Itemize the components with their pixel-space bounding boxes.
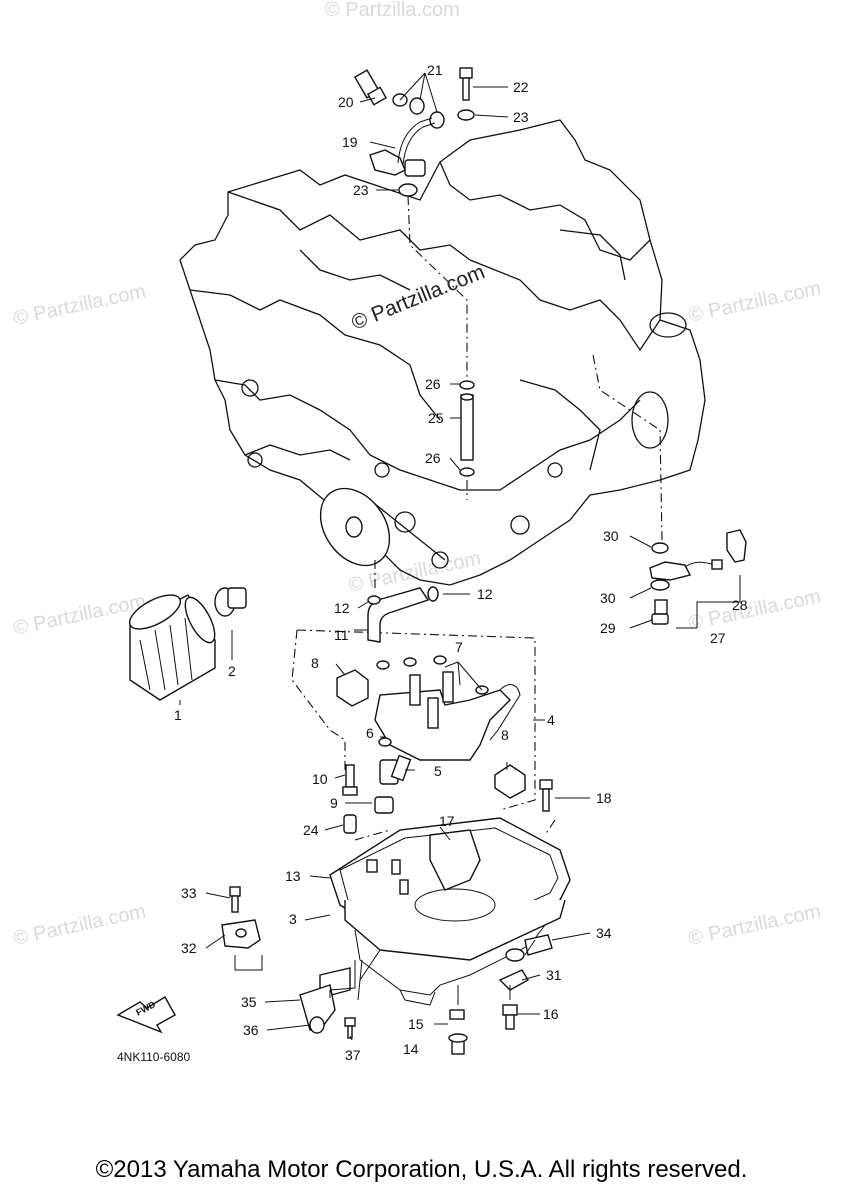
copyright-notice: ©2013 Yamaha Motor Corporation, U.S.A. A… (95, 1156, 748, 1183)
watermark-left-middle: © Partzilla.com (11, 590, 147, 640)
watermark-left-lower: © Partzilla.com (11, 900, 147, 950)
callout-20: 20 (338, 94, 354, 110)
callout-12-right: 12 (477, 586, 493, 602)
callout-9: 9 (330, 795, 338, 811)
oil-pan (329, 817, 571, 1006)
fwd-arrow-icon: FWD (116, 996, 176, 1034)
faint-watermarks: © Partzilla.com © Partzilla.com © Partzi… (11, 0, 822, 950)
watermark-right-lower: © Partzilla.com (686, 900, 822, 950)
watermark-right-upper: © Partzilla.com (686, 277, 822, 327)
callout-8-left: 8 (311, 655, 319, 671)
oil-delivery-pipe-assembly (353, 67, 475, 197)
callout-27: 27 (710, 630, 726, 646)
callout-1: 1 (174, 707, 182, 723)
callout-24: 24 (303, 822, 319, 838)
callout-30-bottom: 30 (600, 590, 616, 606)
right-sensor-parts (649, 529, 747, 625)
callout-31: 31 (546, 967, 562, 983)
callout-18: 18 (596, 790, 612, 806)
callout-34: 34 (596, 925, 612, 941)
leader-lines (179, 72, 741, 1041)
watermark-left-upper: © Partzilla.com (11, 280, 147, 330)
callout-10: 10 (312, 771, 328, 787)
bottom-small-parts (221, 779, 553, 1055)
strainer-assembly (336, 655, 526, 814)
callout-12-left: 12 (334, 600, 350, 616)
callout-26-top: 26 (425, 376, 441, 392)
callout-8-right: 8 (501, 727, 509, 743)
callout-6: 6 (366, 725, 374, 741)
callout-37: 37 (345, 1047, 361, 1063)
callout-36: 36 (243, 1022, 259, 1038)
callout-14: 14 (403, 1041, 419, 1057)
callout-35: 35 (241, 994, 257, 1010)
callout-26-bottom: 26 (425, 450, 441, 466)
watermark-top: © Partzilla.com (325, 0, 460, 21)
callout-labels: 1 2 3 4 5 6 7 8 8 9 10 11 12 12 13 14 15… (174, 62, 748, 1063)
callout-33: 33 (181, 885, 197, 901)
engine-block-drawing (179, 119, 706, 586)
callout-3: 3 (289, 911, 297, 927)
callout-5: 5 (434, 763, 442, 779)
callout-11: 11 (334, 627, 349, 643)
oil-pipe-11 (367, 586, 439, 643)
callout-23-top: 23 (513, 109, 529, 125)
callout-23-lower: 23 (353, 182, 369, 198)
callout-28: 28 (732, 597, 748, 613)
callout-16: 16 (543, 1006, 559, 1022)
main-watermark: © Partzilla.com (348, 260, 488, 334)
oil-filter (128, 587, 247, 701)
callout-19: 19 (342, 134, 358, 150)
callout-21: 21 (427, 62, 443, 78)
callout-4: 4 (547, 712, 555, 728)
callout-25: 25 (428, 410, 444, 426)
callout-30-top: 30 (603, 528, 619, 544)
callout-29: 29 (600, 620, 616, 636)
callout-32: 32 (181, 940, 197, 956)
assembly-lines (291, 195, 663, 841)
drawing-code: 4NK110-6080 (117, 1050, 190, 1064)
oil-pipe-25 (459, 380, 475, 477)
callout-7: 7 (455, 639, 463, 655)
callout-13: 13 (285, 868, 301, 884)
callout-22: 22 (513, 79, 529, 95)
callout-2: 2 (228, 663, 236, 679)
watermark-right-middle: © Partzilla.com (686, 585, 822, 635)
callout-15: 15 (408, 1016, 424, 1032)
callout-17: 17 (439, 813, 455, 829)
